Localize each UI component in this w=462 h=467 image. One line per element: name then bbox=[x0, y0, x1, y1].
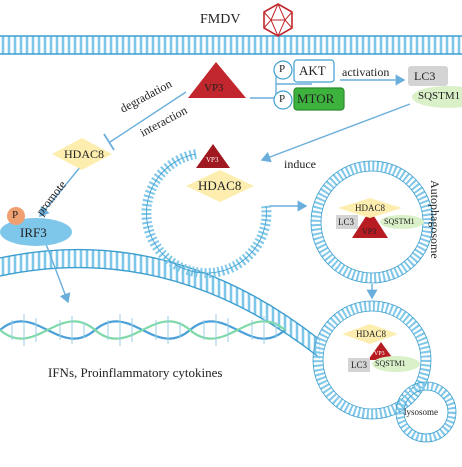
lysosome-label: lysosome bbox=[404, 407, 439, 417]
activation-label: activation bbox=[342, 65, 390, 79]
lc3-label-autolysosome: LC3 bbox=[351, 360, 368, 370]
vp3-label-autolysosome: VP3 bbox=[374, 351, 385, 357]
autophagosome-label: Autophagosome bbox=[428, 180, 442, 259]
sqstm1-label-autophagosome: SQSTM1 bbox=[384, 217, 415, 226]
arrows bbox=[39, 74, 411, 304]
irf3-label: IRF3 bbox=[20, 225, 47, 240]
hdac8-shape-autolysosome bbox=[342, 324, 398, 344]
akt-label: AKT bbox=[299, 63, 326, 78]
induce-label: induce bbox=[284, 157, 316, 171]
degradation-inhibition-line bbox=[109, 91, 187, 143]
hdac8-label-phagophore: HDAC8 bbox=[198, 178, 242, 193]
lc3-box-autolysosome bbox=[348, 358, 370, 372]
vp3-label-autophagosome: VP3 bbox=[362, 227, 377, 236]
irf3-shape bbox=[0, 218, 72, 246]
hdac8-shape-autophagosome bbox=[338, 198, 402, 218]
irf3-phospho-label: P bbox=[12, 209, 19, 221]
hdac8-shape-phagophore bbox=[186, 170, 254, 202]
hdac8-label-autolysosome: HDAC8 bbox=[356, 329, 387, 339]
vp3-triangle-autolysosome bbox=[368, 342, 394, 360]
plasma-membrane bbox=[0, 35, 462, 55]
promote-arrow bbox=[39, 159, 87, 218]
sqstm1-label-autolysosome: SQSTM1 bbox=[375, 359, 406, 368]
mtor-phospho-circle bbox=[273, 90, 293, 110]
irf3-to-dna-arrow bbox=[45, 243, 71, 304]
lc3-box-autophagosome bbox=[336, 215, 358, 229]
vp3-triangle bbox=[188, 62, 246, 98]
sqstm1-shape-autolysosome bbox=[372, 356, 420, 372]
vp3-triangle-autophagosome bbox=[352, 210, 388, 238]
fmdv-label: FMDV bbox=[200, 12, 241, 27]
induce-arrow bbox=[260, 103, 411, 163]
mtor-phospho-label: P bbox=[279, 93, 286, 105]
hdac8-label-main: HDAC8 bbox=[64, 147, 105, 161]
ifns-cytokines-label: IFNs, Proinflammatory cytokines bbox=[48, 365, 223, 380]
lc3-box-top bbox=[408, 66, 448, 86]
sqstm1-label-top: SQSTM1 bbox=[418, 90, 461, 102]
autolysosome-membrane bbox=[312, 300, 432, 420]
sqstm1-shape-autophagosome bbox=[380, 215, 424, 229]
nuclear-membrane bbox=[0, 248, 321, 359]
hdac8-label-autophagosome: HDAC8 bbox=[355, 203, 386, 213]
vp3-label-phagophore: VP3 bbox=[206, 156, 219, 164]
irf3-phospho-circle bbox=[7, 207, 25, 225]
mtor-label: MTOR bbox=[297, 91, 335, 106]
sqstm1-shape-top bbox=[412, 86, 462, 108]
vp3-label: VP3 bbox=[204, 82, 224, 94]
hdac8-shape-main bbox=[52, 138, 112, 170]
mtor-box bbox=[293, 87, 345, 111]
akt-box bbox=[293, 59, 335, 83]
dna-helix bbox=[0, 314, 286, 346]
fmdv-virus-icon bbox=[263, 3, 293, 37]
lc3-label-top: LC3 bbox=[414, 69, 436, 83]
lc3-label-autophagosome: LC3 bbox=[338, 217, 355, 227]
lysosome-membrane bbox=[395, 381, 457, 443]
vp3-triangle-phagophore bbox=[196, 144, 230, 168]
akt-phospho-label: P bbox=[279, 63, 286, 75]
akt-phospho-circle bbox=[273, 60, 293, 80]
phagophore-membrane bbox=[141, 149, 272, 279]
